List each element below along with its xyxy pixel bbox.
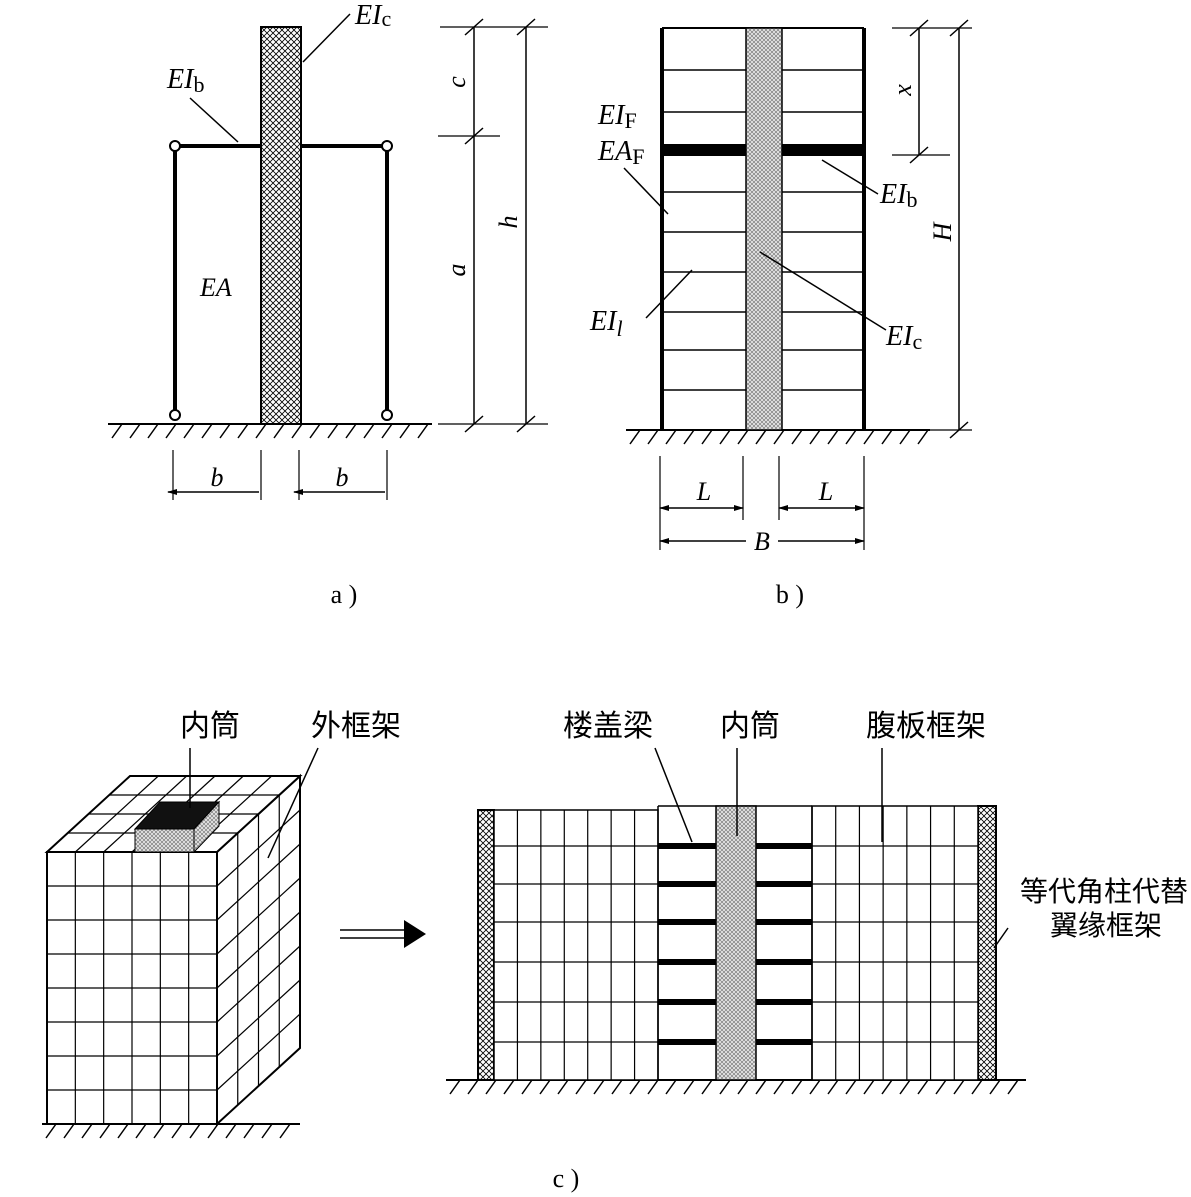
svg-text:h: h bbox=[494, 216, 523, 229]
panel-b-labels: EIF EAF EIb EIl EIc x H L L B b ) bbox=[589, 84, 957, 609]
svg-text:L: L bbox=[818, 477, 833, 506]
panel-b bbox=[623, 19, 972, 550]
svg-text:c: c bbox=[442, 76, 471, 88]
svg-text:内筒: 内筒 bbox=[720, 709, 780, 744]
core-column bbox=[260, 26, 302, 425]
svg-text:外框架: 外框架 bbox=[311, 709, 401, 744]
svg-text:B: B bbox=[754, 527, 770, 556]
svg-text:b: b bbox=[336, 463, 349, 492]
svg-text:L: L bbox=[696, 477, 711, 506]
panel-c-plane-labels: 楼盖梁 内筒 腹板框架 等代角柱代替 翼缘框架 c ) bbox=[553, 709, 1188, 1193]
svg-text:b: b bbox=[211, 463, 224, 492]
panel-a bbox=[108, 13, 548, 500]
svg-text:x: x bbox=[888, 84, 917, 97]
svg-text:EIb: EIb bbox=[879, 179, 917, 212]
svg-text:楼盖梁: 楼盖梁 bbox=[563, 709, 653, 744]
inner-tube-plane bbox=[715, 805, 757, 1081]
svg-text:EIl: EIl bbox=[589, 306, 623, 341]
svg-text:内筒: 内筒 bbox=[180, 709, 240, 744]
svg-text:等代角柱代替: 等代角柱代替 bbox=[1020, 875, 1188, 908]
svg-text:腹板框架: 腹板框架 bbox=[866, 709, 986, 744]
svg-text:EIb: EIb bbox=[166, 64, 204, 97]
caption-b: b ) bbox=[776, 580, 804, 609]
svg-text:翼缘框架: 翼缘框架 bbox=[1050, 909, 1162, 942]
panel-c-3d bbox=[42, 747, 426, 1139]
svg-text:EIc: EIc bbox=[885, 321, 922, 354]
svg-text:a: a bbox=[442, 264, 471, 277]
label-ea: EA bbox=[199, 273, 232, 302]
core-tube bbox=[745, 27, 783, 431]
svg-text:EIF: EIF bbox=[597, 100, 637, 133]
panel-a-labels: EIc EIb EA c a h b b a ) bbox=[166, 0, 523, 609]
caption-a: a ) bbox=[331, 580, 358, 609]
svg-text:EAF: EAF bbox=[597, 136, 644, 169]
panel-c-plane bbox=[446, 747, 1026, 1095]
svg-text:H: H bbox=[928, 221, 957, 242]
svg-text:EIc: EIc bbox=[354, 0, 391, 31]
panel-c-3d-labels: 内筒 外框架 bbox=[180, 709, 401, 744]
caption-c: c ) bbox=[553, 1164, 580, 1193]
